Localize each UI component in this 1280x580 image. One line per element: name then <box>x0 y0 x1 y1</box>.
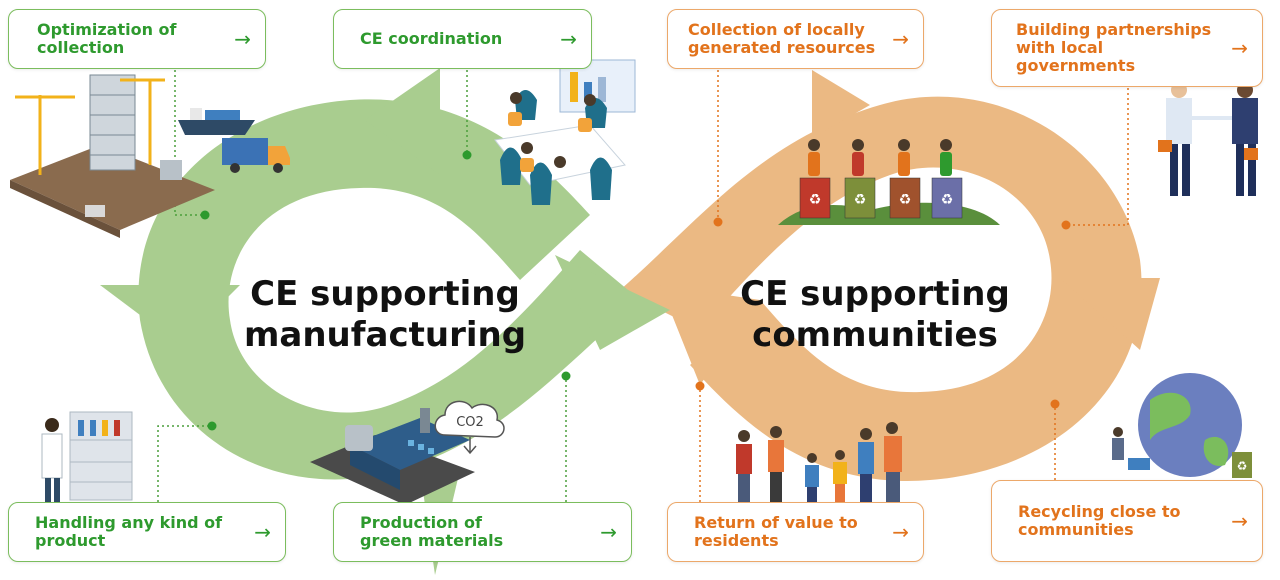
residents-group-illustration <box>736 422 902 505</box>
arrow-right-icon: → <box>600 520 617 544</box>
orange-connectors <box>699 70 1129 502</box>
arrow-right-icon: → <box>1231 509 1248 533</box>
arrow-right-icon: → <box>892 520 909 544</box>
card-return-of-value-to-residents[interactable]: Return of value to residents → <box>667 502 924 562</box>
manufacturing-loop <box>100 68 670 575</box>
globe-recycling-illustration: ♻ <box>1112 373 1252 478</box>
card-collection-of-locally-generated-resources[interactable]: Collection of locally generated resource… <box>667 9 924 69</box>
lab-scientist-illustration <box>41 411 133 502</box>
svg-text:♻: ♻ <box>1237 459 1248 473</box>
orange-connector-dots <box>695 217 1071 409</box>
cargo-ship-icon <box>178 108 255 135</box>
arrow-right-icon: → <box>892 27 909 51</box>
card-label: Handling any kind of product <box>35 513 223 550</box>
svg-text:♻: ♻ <box>941 192 954 208</box>
card-optimization-of-collection[interactable]: Optimization of collection → <box>8 9 266 69</box>
title-ce-supporting-manufacturing: CE supporting manufacturing <box>243 274 527 355</box>
arrow-right-icon: → <box>1231 36 1248 60</box>
card-label: Recycling close to communities <box>1018 502 1181 539</box>
truck-icon <box>222 138 290 173</box>
card-ce-coordination[interactable]: CE coordination → <box>333 9 592 69</box>
arrow-right-icon: → <box>234 27 251 51</box>
card-label: CE coordination <box>360 29 503 48</box>
card-label: Building partnerships with local governm… <box>1016 20 1212 75</box>
arrow-right-icon: → <box>560 27 577 51</box>
card-label: Return of value to residents <box>694 513 858 550</box>
svg-text:♻: ♻ <box>854 192 867 208</box>
card-label: Production of green materials <box>360 513 504 550</box>
arrow-right-icon: → <box>254 520 271 544</box>
communities-loop <box>620 70 1160 481</box>
card-label: Collection of locally generated resource… <box>688 20 876 57</box>
meeting-team-illustration <box>494 59 636 205</box>
card-building-partnerships[interactable]: Building partnerships with local governm… <box>991 9 1263 87</box>
green-connector-dots <box>200 150 571 431</box>
card-label: Optimization of collection <box>37 20 177 57</box>
svg-text:♻: ♻ <box>809 192 822 208</box>
card-recycling-close-to-communities[interactable]: Recycling close to communities → <box>991 480 1263 562</box>
construction-site-illustration <box>10 74 215 238</box>
title-ce-supporting-communities: CE supporting communities <box>740 274 1010 355</box>
handshake-illustration <box>1158 82 1258 196</box>
co2-cloud-icon <box>434 400 505 455</box>
co2-label: CO2 <box>456 415 484 430</box>
card-production-of-green-materials[interactable]: Production of green materials → <box>333 502 632 562</box>
card-handling-any-kind-of-product[interactable]: Handling any kind of product → <box>8 502 286 562</box>
svg-text:♻: ♻ <box>899 192 912 208</box>
green-connectors <box>157 70 567 502</box>
recycling-bins-illustration: ♻ ♻ ♻ ♻ <box>778 139 1000 225</box>
